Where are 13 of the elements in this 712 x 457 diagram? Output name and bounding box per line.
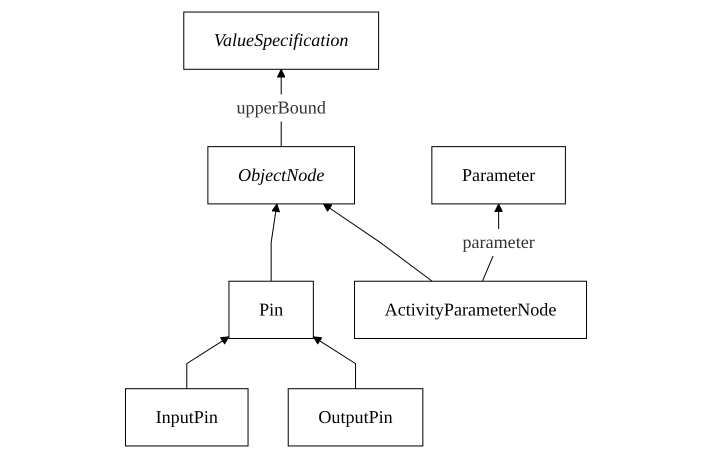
- node-box: ActivityParameterNode: [354, 280, 588, 338]
- node-box: ValueSpecification: [183, 11, 380, 70]
- edge-label: upperBound: [236, 96, 326, 118]
- arrow: [270, 202, 280, 281]
- node-box: InputPin: [124, 388, 249, 446]
- node-box: Pin: [228, 280, 314, 338]
- edge-label: parameter: [462, 232, 535, 252]
- arrow: [186, 336, 230, 388]
- node-box: Parameter: [431, 146, 566, 204]
- arrow: [312, 336, 356, 388]
- node-box: ObjectNode: [207, 146, 356, 204]
- node-box: OutputPin: [288, 388, 424, 446]
- arrow: [322, 202, 432, 282]
